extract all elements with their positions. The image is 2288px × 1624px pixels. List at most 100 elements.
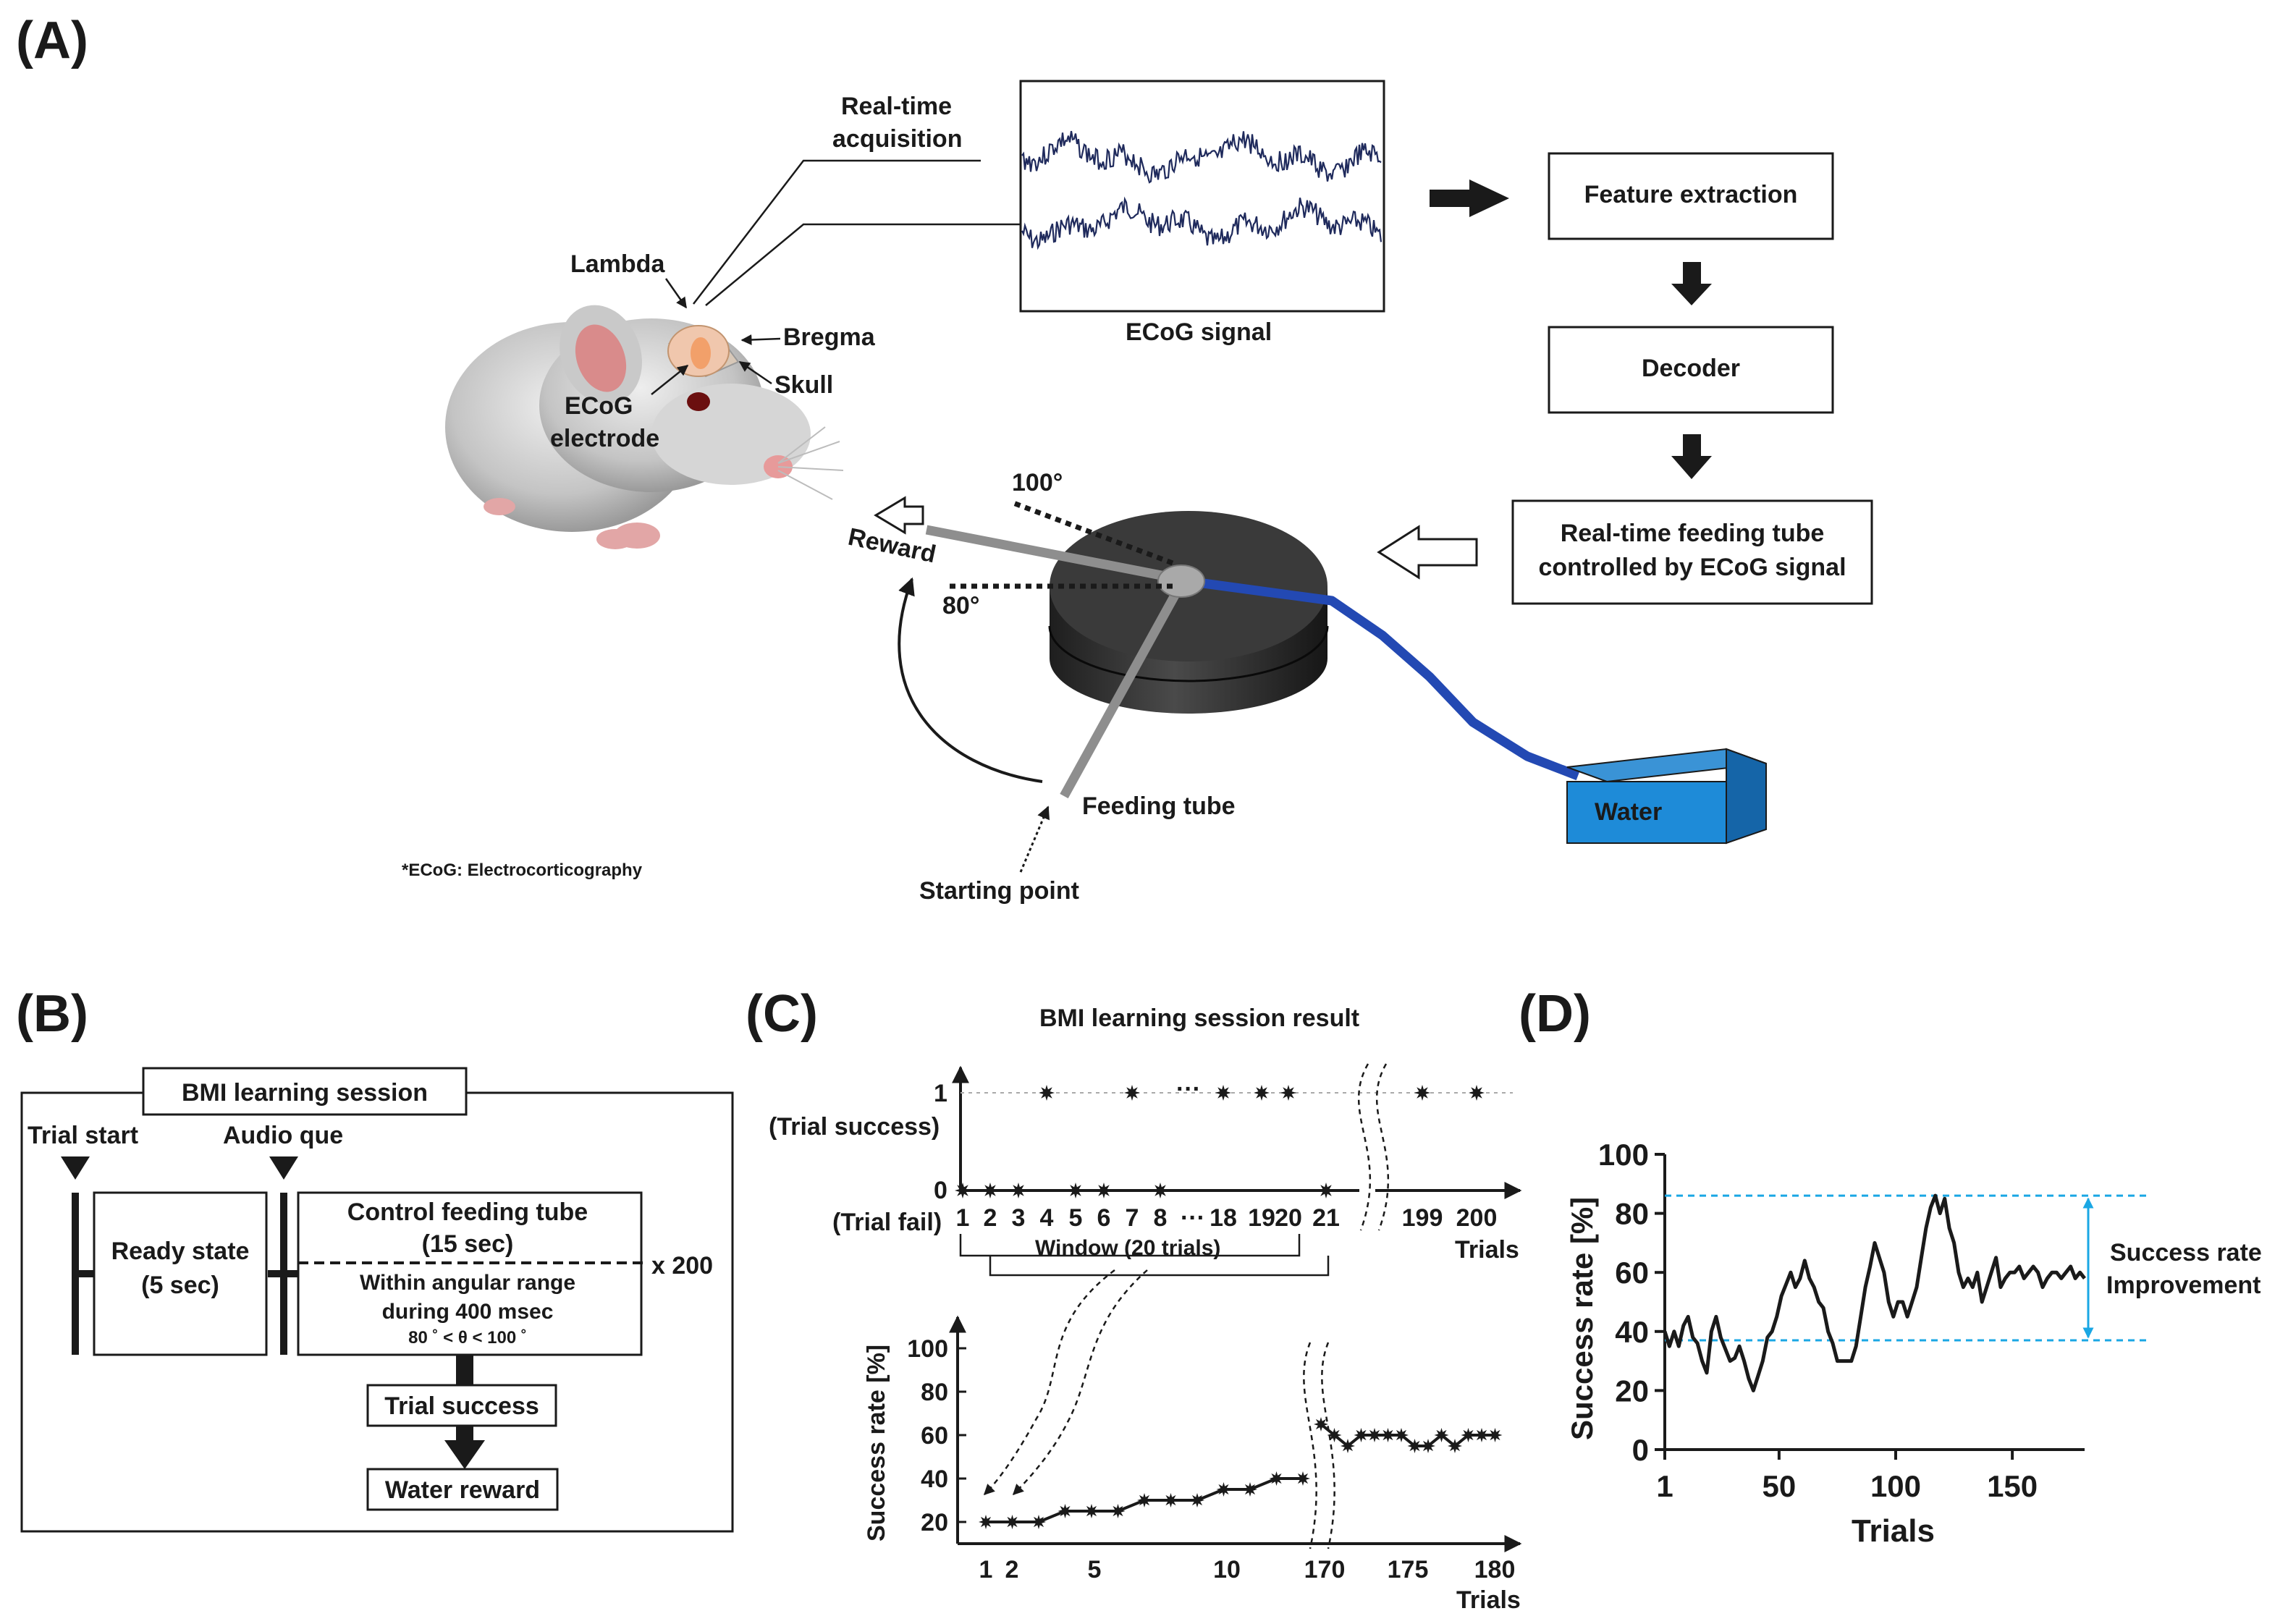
water-container — [1566, 748, 1767, 845]
d-x-tick-label: 50 — [1763, 1469, 1797, 1503]
top-tick-label: 199 — [1402, 1204, 1443, 1232]
control-detail-line2: during 400 msec — [382, 1300, 554, 1324]
bottom-y-tick-label: 40 — [921, 1466, 948, 1493]
decoder-label: Decoder — [1642, 355, 1740, 382]
rate-marker — [1163, 1493, 1178, 1507]
d-y-tick-label: 0 — [1632, 1433, 1649, 1467]
bregma-label: Bregma — [783, 323, 876, 351]
ecog-footnote: *ECoG: Electrocorticography — [402, 860, 643, 880]
to-trial-success-stem — [456, 1355, 473, 1387]
mouse-illustration — [445, 305, 844, 549]
success-marker — [1414, 1085, 1430, 1101]
arrow-to-decoder — [1671, 262, 1712, 305]
window-bracket-2 — [989, 1256, 1330, 1277]
d-y-tick-label: 60 — [1615, 1256, 1649, 1290]
top-tick-label: 2 — [984, 1204, 997, 1232]
rate-marker — [1407, 1439, 1422, 1453]
session-title: BMI learning session — [182, 1079, 428, 1107]
trial-fail-axis-label: (Trial fail) — [832, 1209, 942, 1236]
ecog-wave-2 — [1021, 196, 1382, 250]
control-detail-line3: 80 ˚ < θ < 100 ˚ — [408, 1328, 527, 1348]
trial-start-label: Trial start — [28, 1122, 138, 1149]
realtime-acquisition-line1: Real-time — [841, 93, 952, 120]
top-tick-label: ··· — [1181, 1204, 1205, 1232]
bottom-y-axis-label: Success rate [%] — [863, 1345, 890, 1541]
to-water-arrowhead — [444, 1440, 485, 1469]
bottom-x-tick-label: 10 — [1213, 1556, 1241, 1583]
ready-state-box — [93, 1191, 268, 1356]
rate-marker — [1137, 1493, 1152, 1507]
top-tick-label: 21 — [1312, 1204, 1340, 1232]
bottom-y-tick-label: 100 — [907, 1335, 948, 1363]
d-x-tick-label: 100 — [1870, 1469, 1921, 1503]
bregma-pointer — [740, 334, 781, 345]
water-label: Water — [1595, 798, 1662, 826]
arrow-to-feature — [1430, 179, 1509, 217]
feeding-control-line2: controlled by ECoG signal — [1538, 554, 1846, 581]
reward-hollow-arrow — [874, 496, 924, 535]
top-tick-label: 1 — [956, 1204, 970, 1232]
bottom-y-tick-label: 60 — [921, 1422, 948, 1450]
success-marker — [1124, 1085, 1140, 1101]
top-tick-label: 20 — [1275, 1204, 1302, 1232]
top-tick-label: 18 — [1210, 1204, 1237, 1232]
d-annotation-line2: Improvement — [2106, 1272, 2261, 1299]
window-connector-1 — [983, 1269, 1115, 1496]
rate-marker — [1084, 1504, 1099, 1518]
fail-marker — [982, 1183, 998, 1198]
d-y-tick-label: 80 — [1615, 1197, 1649, 1231]
rate-marker — [1461, 1428, 1476, 1442]
angle-100-line — [1012, 500, 1174, 566]
bottom-y-tick-label: 80 — [921, 1379, 948, 1406]
success-rate-markers — [979, 1417, 1503, 1529]
rate-marker — [1487, 1428, 1503, 1442]
panel-b: (B) BMI learning session Trial start Aud… — [16, 985, 734, 1533]
bottom-x-tick-label: 180 — [1474, 1556, 1516, 1583]
rotation-arrow — [898, 577, 1043, 783]
top-tick-label: 7 — [1126, 1204, 1139, 1232]
panel-d-label: (D) — [1519, 985, 1591, 1043]
bottom-x-tick-label: 170 — [1304, 1556, 1346, 1583]
skull-pointer — [738, 360, 772, 385]
rate-marker — [1243, 1482, 1257, 1497]
panel-b-label: (B) — [16, 985, 88, 1043]
feeding-control-box — [1511, 499, 1873, 605]
bottom-axis-break — [1303, 1342, 1335, 1549]
feeding-device — [925, 511, 1580, 799]
top-y-zero: 0 — [934, 1177, 947, 1204]
rate-marker — [1058, 1504, 1073, 1518]
rate-marker — [1110, 1504, 1126, 1518]
ecog-electrode-label-1: ECoG — [565, 392, 633, 420]
rate-marker — [1367, 1428, 1382, 1442]
top-ellipsis: ··· — [1176, 1075, 1201, 1103]
success-marker — [1215, 1085, 1231, 1101]
decoder-box — [1548, 326, 1834, 414]
d-y-tick-label: 20 — [1615, 1374, 1649, 1408]
d-x-axis-label: Trials — [1852, 1513, 1935, 1549]
water-reward-label: Water reward — [385, 1476, 540, 1504]
lambda-label: Lambda — [570, 250, 665, 278]
control-title-line2: (15 sec) — [422, 1230, 514, 1258]
d-annotation-line1: Success rate — [2110, 1239, 2262, 1266]
fail-marker — [1010, 1183, 1026, 1198]
top-tick-label: 19 — [1248, 1204, 1275, 1232]
ecog-signal-box — [1019, 80, 1385, 313]
angle-100-label: 100° — [1012, 469, 1063, 496]
rate-marker — [1421, 1439, 1435, 1453]
top-x-axis-label: Trials — [1455, 1236, 1519, 1264]
top-tick-label: 200 — [1456, 1204, 1498, 1232]
rate-marker — [1216, 1482, 1231, 1497]
panel-c: (C) BMI learning session result 1 0 (Tri… — [746, 985, 1522, 1614]
rate-marker — [1448, 1439, 1462, 1453]
ecog-electrode-label-2: electrode — [550, 425, 659, 452]
top-tick-label: 8 — [1154, 1204, 1168, 1232]
starting-point-label: Starting point — [919, 877, 1079, 905]
feature-extraction-box — [1548, 152, 1834, 240]
feature-extraction-label: Feature extraction — [1584, 181, 1798, 208]
success-marker — [1469, 1085, 1485, 1101]
